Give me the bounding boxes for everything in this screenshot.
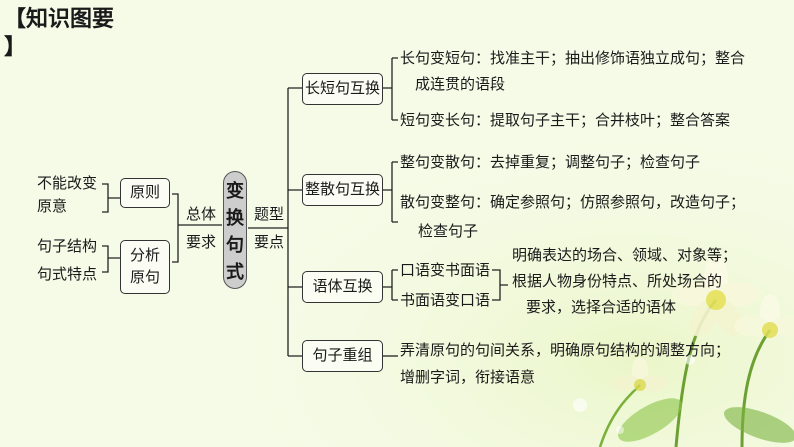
analysis-text-1: 句子结构	[37, 236, 97, 256]
category-label: 整散句互换	[305, 180, 380, 198]
principle-text-1: 不能改变	[37, 173, 97, 193]
mid-label-1: 题型	[254, 204, 284, 224]
yuanze-label: 原则	[130, 183, 160, 201]
category-box-changduan: 长短句互换	[302, 73, 383, 105]
detail-text: 书面语变口语	[400, 290, 490, 310]
category-box-chongzu: 句子重组	[302, 340, 383, 372]
center-char-3: 句	[224, 232, 246, 259]
center-char-1: 变	[224, 178, 246, 205]
principle-text-2: 原意	[37, 196, 67, 216]
detail-text: 成连贯的语段	[415, 74, 505, 94]
analysis-text-2: 句式特点	[37, 264, 97, 284]
fenxi-label-2: 原句	[121, 266, 169, 288]
yuanze-box: 原则	[120, 178, 170, 208]
category-box-yuti: 语体互换	[302, 271, 383, 303]
category-label: 长短句互换	[305, 79, 380, 97]
note-text: 明确表达的场合、领域、对象等；	[512, 245, 737, 265]
detail-text: 检查句子	[418, 221, 478, 241]
detail-text: 散句变整句：确定参照句；仿照参照句，改造句子；	[400, 192, 745, 212]
category-label: 语体互换	[312, 277, 372, 295]
page-title: 【知识图要 】	[4, 6, 114, 62]
zongti-label-1: 总体	[186, 204, 216, 224]
fenxi-label-1: 分析	[121, 244, 169, 266]
center-char-2: 换	[224, 205, 246, 232]
detail-text: 长句变短句：找准主干；抽出修饰语独立成句；整合	[400, 48, 745, 68]
note-text: 增删字词，衔接语意	[400, 367, 535, 387]
mid-label-2: 要点	[254, 232, 284, 252]
center-topic: 变 换 句 式	[223, 171, 247, 289]
center-char-4: 式	[224, 259, 246, 286]
detail-text: 短句变长句：提取句子主干；合并枝叶；整合答案	[400, 110, 730, 130]
note-text: 要求，选择合适的语体	[526, 297, 676, 317]
detail-text: 整句变散句：去掉重复；调整句子；检查句子	[400, 152, 700, 172]
detail-text: 口语变书面语	[400, 260, 490, 280]
note-text: 弄清原句的句间关系，明确原句结构的调整方向；	[400, 340, 730, 360]
note-text: 根据人物身份特点、所处场合的	[512, 271, 722, 291]
category-label: 句子重组	[312, 346, 372, 364]
category-box-zhengsan: 整散句互换	[302, 174, 383, 206]
fenxi-box: 分析 原句	[120, 240, 170, 294]
zongti-label-2: 要求	[186, 232, 216, 252]
